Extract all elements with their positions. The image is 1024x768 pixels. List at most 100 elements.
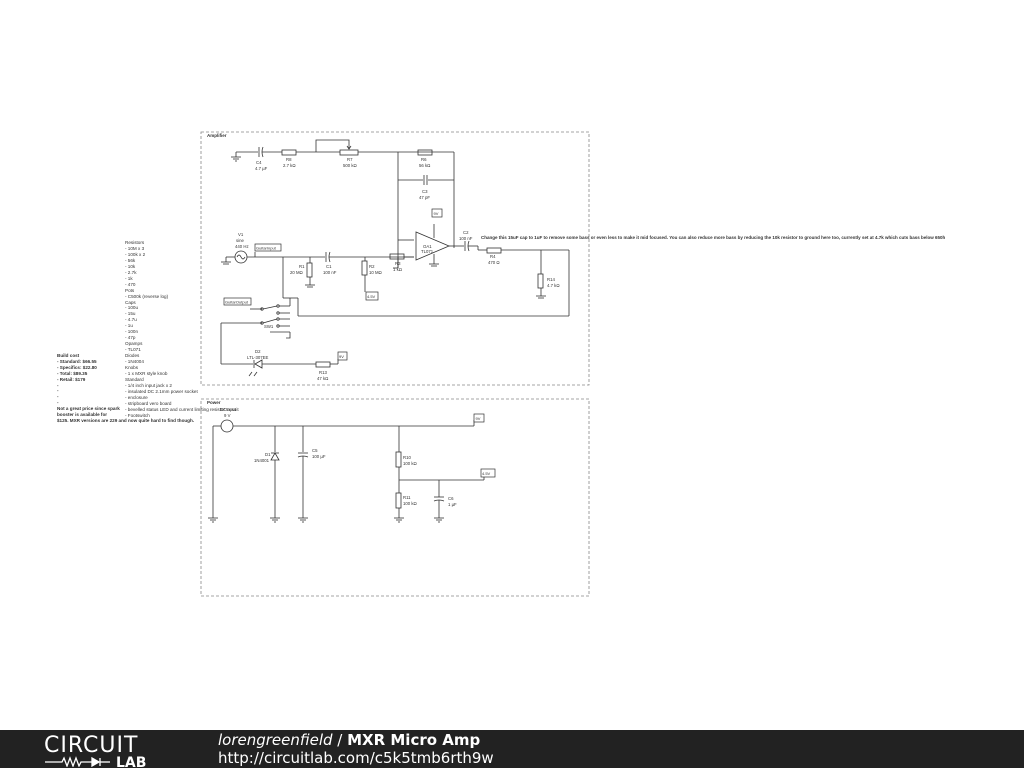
ground-power-1 (208, 517, 218, 523)
build-cost-line: $125. MXR versions are 229 and now quite… (57, 417, 195, 423)
parts-list-line: Standard (125, 376, 144, 382)
parts-list: Resistors- 10M x 3- 100k x 2- 56k- 10k- … (125, 240, 239, 419)
r10-value: 100 kΩ (403, 461, 418, 466)
resistor-r6 (417, 149, 433, 156)
d2-part: LTL-307EE (247, 355, 269, 360)
amplifier-frame (200, 131, 590, 386)
resistor-r14 (537, 273, 544, 289)
ground-power-5 (434, 517, 444, 523)
r6-ref: R6 (421, 157, 427, 162)
power-title: Power (207, 400, 221, 405)
ground-oa1 (429, 263, 439, 267)
parts-list-line: - 15u (125, 311, 136, 317)
r13-value: 47 kΩ (317, 376, 329, 381)
parts-list-line: - C500k (reverse log) (125, 293, 169, 299)
resistor-r2 (361, 260, 368, 276)
r6-value: 56 kΩ (419, 163, 431, 168)
r14-value: 4.7 kΩ (547, 283, 560, 288)
d1-ref: D1 (265, 452, 271, 457)
r8-ref: R8 (286, 157, 292, 162)
c4-value: 4.7 µF (255, 166, 268, 171)
r14-ref: R14 (547, 277, 555, 282)
led-d2 (248, 359, 263, 377)
d1-part: 1N4001 (254, 458, 270, 463)
parts-list-line: Knobs (125, 365, 139, 371)
parts-list-line: - enclosure (125, 394, 148, 400)
oa1-ref: OA1 (423, 244, 432, 249)
circuitlab-logo[interactable]: CIRCUIT LAB (44, 733, 174, 767)
build-cost-line: - (57, 394, 59, 400)
parts-list-line: - 1N4004 (125, 359, 144, 365)
design-note: Change this 15uF cap to 1uF to remove so… (481, 235, 945, 240)
label-45v-amp: 4.5V (367, 294, 376, 299)
parts-list-line: - 47p (125, 335, 136, 341)
build-cost-line: Build cost (57, 353, 80, 358)
build-cost-line: - Retail: $179 (57, 376, 86, 382)
title-separator: / (332, 731, 348, 749)
build-cost-line: - (57, 382, 59, 388)
circuit-name[interactable]: MXR Micro Amp (347, 731, 481, 749)
c6-value: 1 µF (448, 502, 457, 507)
label-9v-opamp-box (431, 208, 443, 218)
parts-list-line: Diodes (125, 353, 140, 359)
ground-v1 (221, 257, 231, 265)
label-9v-led: 9V (339, 354, 344, 359)
label-9v-led-box (337, 351, 348, 361)
parts-list-line: Resistors (125, 240, 145, 245)
c2-ref: C2 (463, 230, 469, 235)
build-cost-line: - (57, 388, 59, 394)
r11-value: 100 kΩ (403, 501, 418, 506)
capacitor-c3 (423, 175, 428, 185)
parts-list-line: - 100u (125, 305, 139, 311)
potentiometer-r7 (339, 149, 359, 156)
ground-power-3 (298, 517, 308, 523)
label-9v-power-box (473, 413, 485, 423)
ground-r1 (305, 284, 315, 288)
owner-link[interactable]: lorengreenfield (218, 731, 333, 749)
circuit-title: lorengreenfield / MXR Micro Amp (218, 731, 480, 749)
r4-ref: R4 (490, 254, 496, 259)
footswitch-sw1 (260, 257, 299, 333)
label-guitar-output: GuitarOutput (225, 300, 249, 305)
parts-list-line: Caps (125, 299, 136, 305)
opamp-oa1 (415, 231, 451, 261)
v1-type: sine (236, 238, 244, 243)
logo-text-bottom: LAB (116, 755, 146, 767)
build-cost-line: - (57, 400, 59, 406)
c3-ref: C3 (422, 189, 428, 194)
resistor-r1 (306, 262, 313, 278)
label-45v-power: 4.5V (482, 471, 491, 476)
r1-ref: R1 (299, 264, 305, 269)
parts-list-line: - insulated DC 2.1mm power socket (125, 388, 198, 394)
d2-ref: D2 (255, 349, 261, 354)
parts-list-line: - 1k (125, 275, 133, 281)
build-cost-line: - Specifics: $22.80 (57, 364, 97, 370)
v1-freq: 440 Hz (235, 244, 249, 249)
parts-list-line: - bevelled status LED and current limiti… (125, 406, 239, 412)
parts-list-line: - 1 x MXR style knob (125, 370, 168, 376)
resistor-r4 (486, 247, 502, 254)
r7-ref: R7 (347, 157, 353, 162)
c2-value: 100 nF (459, 236, 473, 241)
dc-input-source (220, 419, 234, 433)
parts-list-line: Pots (125, 287, 135, 293)
amplifier-title: Amplifier (207, 133, 227, 138)
ground-r14 (536, 295, 546, 299)
label-guitar-input: GuitarInput (256, 246, 277, 251)
r4-value: 470 Ω (488, 260, 500, 265)
parts-list-line: - 1/4 inch input jack x 2 (125, 382, 172, 388)
c1-ref: C1 (326, 264, 332, 269)
footer-bar: CIRCUIT LAB lorengreenfield / MXR Micro … (0, 730, 1024, 768)
r2-ref: R2 (369, 264, 375, 269)
parts-list-line: - 10k (125, 263, 136, 269)
build-cost-notes: Build cost- Standard: $66.55- Specifics:… (57, 353, 194, 424)
r8-value: 2.7 kΩ (283, 163, 296, 168)
diode-d1 (270, 452, 280, 461)
parts-list-line: - 1u (125, 323, 133, 329)
c1-value: 100 nF (323, 270, 337, 275)
r2-value: 10 MΩ (369, 270, 383, 275)
c5-ref: C5 (312, 448, 318, 453)
parts-list-line: - 56k (125, 257, 136, 263)
sw1-ref: SW1 (264, 324, 274, 329)
circuit-url[interactable]: http://circuitlab.com/c5k5tmb6rth9w (218, 749, 494, 767)
